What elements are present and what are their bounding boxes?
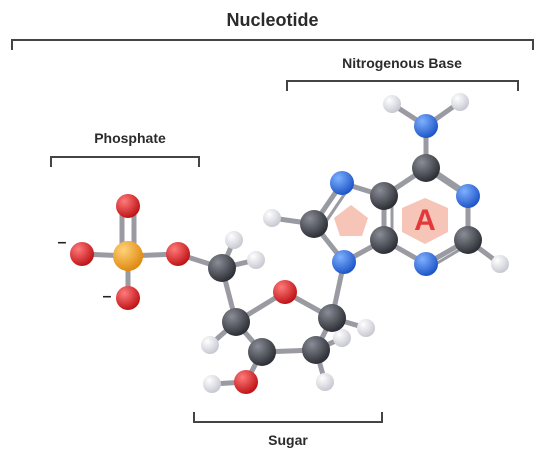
nitrogen-atom: [414, 114, 438, 138]
diagram-title: Nucleotide: [226, 10, 319, 30]
nucleotide-bracket: [11, 39, 534, 50]
hydrogen-atom: [383, 95, 401, 113]
hydrogen-atom: [263, 209, 281, 227]
hydrogen-atom: [203, 375, 221, 393]
negative-charge-top: –: [58, 234, 67, 251]
hydrogen-atom: [333, 329, 351, 347]
adenine-letter: A: [414, 204, 436, 237]
carbon-atom: [222, 308, 250, 336]
carbon-atom: [300, 210, 328, 238]
carbon-atom: [318, 304, 346, 332]
brackets: [11, 39, 534, 423]
hydrogen-atom: [316, 373, 334, 391]
phosphorus-atom: [113, 241, 143, 271]
oxygen-atom: [116, 194, 140, 218]
nitrogen-atom: [330, 171, 354, 195]
carbon-atom: [302, 336, 330, 364]
carbon-atom: [208, 254, 236, 282]
carbon-atom: [412, 154, 440, 182]
bonds: [79, 99, 503, 387]
hydrogen-atom: [357, 319, 375, 337]
nitrogen-atom: [332, 250, 356, 274]
sugar-bracket: [193, 412, 383, 423]
oxygen-atom: [273, 280, 297, 304]
carbon-atom: [370, 182, 398, 210]
hydrogen-atom: [451, 93, 469, 111]
oxygen-atom: [116, 286, 140, 310]
carbon-atom: [454, 226, 482, 254]
carbon-atom: [248, 338, 276, 366]
ring-highlights: A: [334, 198, 448, 244]
phosphate-label: Phosphate: [94, 130, 166, 146]
nitrogen-atom: [456, 184, 480, 208]
pentagon-highlight-icon: [334, 205, 368, 236]
nitrogenous-base-label: Nitrogenous Base: [342, 55, 462, 71]
carbon-atom: [370, 226, 398, 254]
nitrogen-atom: [414, 252, 438, 276]
hydrogen-atom: [225, 231, 243, 249]
oxygen-atom: [166, 242, 190, 266]
oxygen-atom: [234, 370, 258, 394]
oxygen-atom: [70, 242, 94, 266]
nitrogenous-base-bracket: [286, 80, 519, 91]
sugar-label: Sugar: [268, 432, 308, 448]
hydrogen-atom: [247, 251, 265, 269]
negative-charge-bottom: –: [103, 288, 112, 305]
hydrogen-atom: [201, 336, 219, 354]
hydrogen-atom: [491, 255, 509, 273]
hexagon-highlight-icon: [402, 198, 448, 244]
atoms: [70, 93, 509, 394]
phosphate-bracket: [50, 156, 200, 167]
